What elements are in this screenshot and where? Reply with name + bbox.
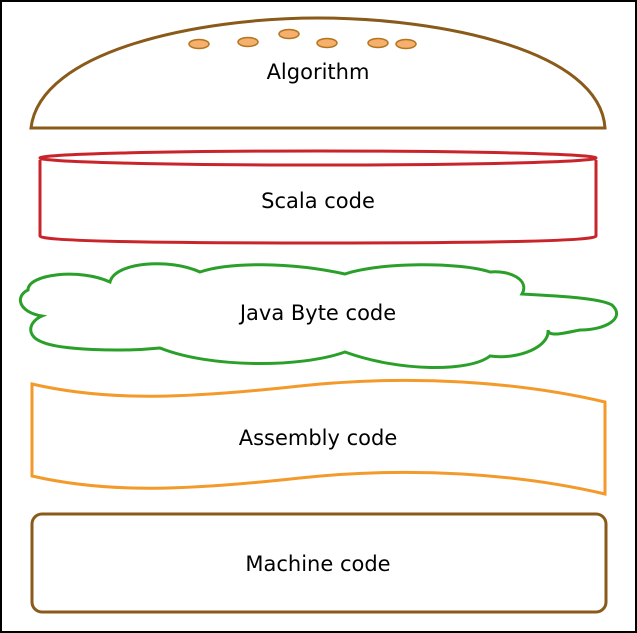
cylinder-body [38,160,598,245]
sesame-seeds [188,28,417,50]
cloud-shape [18,262,619,370]
algorithm-layer: Algorithm [29,16,607,130]
bytecode-label: Java Byte code [238,301,396,325]
algorithm-label: Algorithm [267,60,370,84]
scala-label: Scala code [261,189,375,213]
wave-shape [30,378,607,496]
seed [395,38,417,50]
bytecode-layer: Java Byte code [18,262,619,370]
seed [367,37,389,49]
assembly-layer: Assembly code [30,378,607,496]
machine-layer: Machine code [30,512,608,614]
scala-layer: Scala code [38,149,598,245]
bun-top-shape [29,16,607,130]
seed [316,37,338,49]
assembly-label: Assembly code [239,426,398,450]
seed [278,28,300,40]
rounded-rect-shape [30,512,608,614]
seed [237,36,259,48]
seed [188,38,210,50]
cylinder-top [38,149,598,167]
machine-label: Machine code [245,552,390,576]
